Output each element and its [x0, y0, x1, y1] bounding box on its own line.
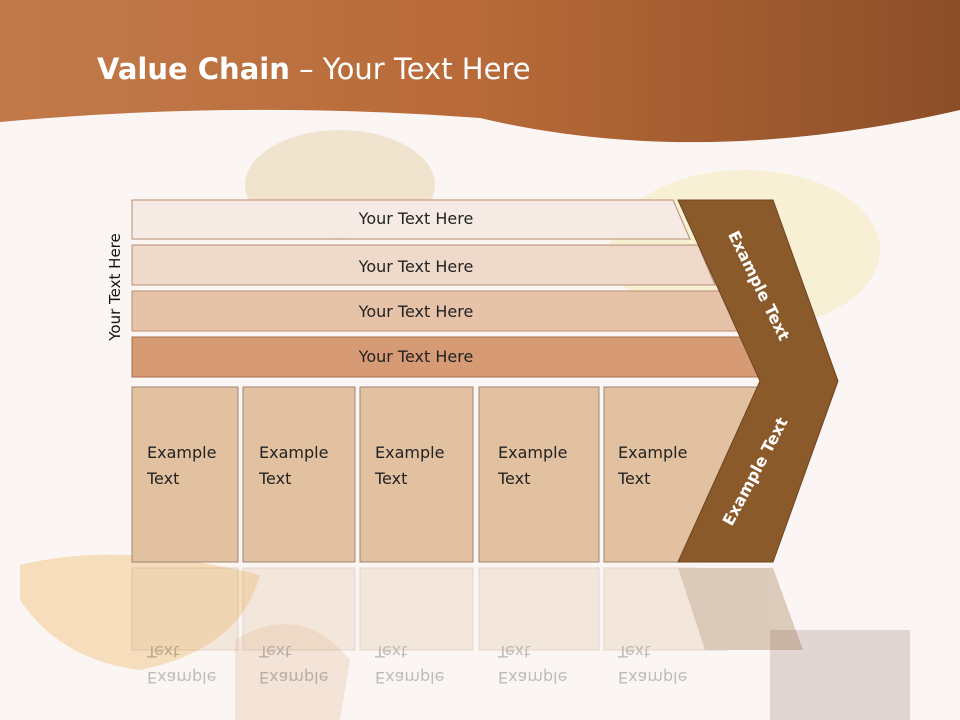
primary-box-shape: [359, 386, 474, 563]
support-row-shape: [131, 199, 691, 240]
primary-box: Example Text: [131, 386, 239, 563]
support-row-label: Your Text Here: [358, 257, 474, 276]
primary-box-line1: Example: [375, 443, 444, 462]
primary-box-line2: Text: [374, 469, 407, 488]
reflection-line2: Example: [259, 668, 328, 687]
chocolate-decor: [770, 630, 910, 720]
header-band: [0, 0, 960, 143]
support-row-shape: [131, 244, 716, 286]
reflection-line1: Text: [374, 642, 407, 661]
primary-box-shape: [242, 386, 356, 563]
primary-box-line1: Example: [147, 443, 216, 462]
reflection-line2: Example: [375, 668, 444, 687]
support-row-label: Your Text Here: [358, 209, 474, 228]
diagram-reflection: Text Example Text Example Text Example T…: [131, 567, 803, 687]
reflection-line2: Example: [147, 668, 216, 687]
primary-box-shape: [131, 386, 239, 563]
reflection-line2: Example: [618, 668, 687, 687]
primary-box-line1: Example: [618, 443, 687, 462]
margin-arrow: [677, 199, 839, 563]
primary-box-line1: Example: [498, 443, 567, 462]
title-rest: – Your Text Here: [289, 52, 531, 86]
support-row: Your Text Here: [131, 199, 691, 240]
primary-box: Example Text: [478, 386, 600, 563]
reflection-line2: Example: [498, 668, 567, 687]
primary-box-line2: Text: [497, 469, 530, 488]
support-row-label: Your Text Here: [358, 347, 474, 366]
reflection-line1: Text: [146, 642, 179, 661]
reflection-line1: Text: [617, 642, 650, 661]
primary-box-line1: Example: [259, 443, 328, 462]
title-bold: Value Chain: [97, 52, 290, 86]
orange-slice-decor: [20, 554, 260, 670]
support-row: Your Text Here: [131, 336, 763, 378]
primary-box: Example Text: [359, 386, 474, 563]
reflection-line1: Text: [258, 642, 291, 661]
primary-box: Example Text: [242, 386, 356, 563]
slide-title: Value Chain – Your Text Here: [97, 52, 531, 86]
reflection-line1: Text: [497, 642, 530, 661]
primary-box-line2: Text: [146, 469, 179, 488]
support-row: Your Text Here: [131, 244, 716, 286]
support-row: Your Text Here: [131, 290, 739, 332]
primary-box-line2: Text: [258, 469, 291, 488]
primary-box-line2: Text: [617, 469, 650, 488]
support-row-label: Your Text Here: [358, 302, 474, 321]
primary-box-shape: [478, 386, 600, 563]
